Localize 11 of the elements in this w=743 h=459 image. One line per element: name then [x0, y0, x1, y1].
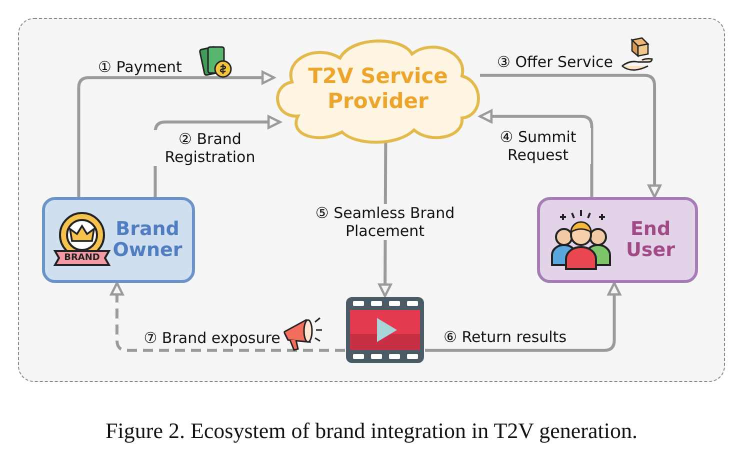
arrow: [425, 282, 622, 352]
figure-caption: Figure 2. Ecosystem of brand integration in T2V generation.: [104, 418, 638, 444]
badge-text: BRAND: [63, 252, 101, 264]
arrow: [478, 110, 594, 197]
node-title: Brand Owner: [112, 219, 184, 261]
node-title: End User: [625, 219, 676, 261]
node-title: T2V Service Provider: [307, 64, 449, 114]
dashed-arrow: [110, 282, 345, 352]
video-clip-icon: [345, 296, 425, 364]
arrow: [480, 74, 662, 198]
arrow: [77, 70, 276, 197]
